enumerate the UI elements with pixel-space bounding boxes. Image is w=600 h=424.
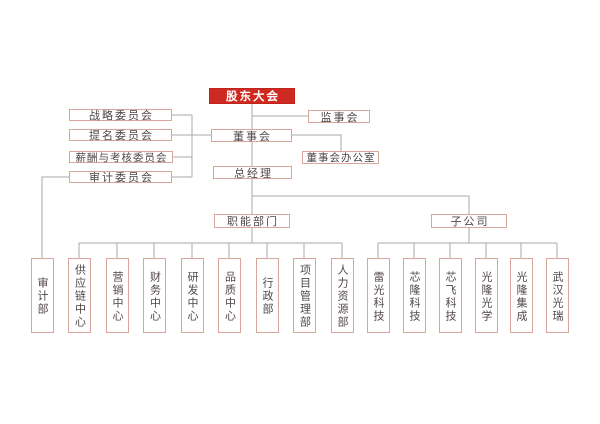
node-subsidiaries-header: 子公司 (431, 214, 507, 228)
node-subsidiary-leiguang-tech: 雷光科技 (366, 258, 390, 333)
node-strategy-committee: 战略委员会 (69, 109, 172, 122)
node-supervisory-board: 监事会 (308, 110, 370, 124)
node-subsidiary-guanglong-optics: 光隆光学 (474, 258, 498, 333)
node-general-manager: 总经理 (213, 166, 292, 180)
node-dept-project-management: 项目管理部 (293, 258, 316, 333)
connector-audit-department (41, 176, 69, 258)
node-shareholders-meeting: 股东大会 (209, 88, 295, 104)
node-dept-finance: 财务中心 (143, 258, 166, 333)
node-subsidiary-wuhan-guangrui: 武汉光瑞 (545, 258, 569, 333)
node-nomination-committee: 提名委员会 (69, 129, 172, 142)
node-dept-rnd: 研发中心 (180, 258, 204, 333)
node-dept-audit: 审计部 (30, 258, 54, 333)
node-board-office: 董事会办公室 (302, 151, 379, 164)
connector-board-office (292, 134, 342, 151)
node-audit-committee: 审计委员会 (69, 171, 172, 184)
node-subsidiary-xinfei-tech: 芯飞科技 (438, 258, 462, 333)
node-dept-human-resources: 人力资源部 (330, 258, 354, 333)
node-dept-administration: 行政部 (255, 258, 279, 333)
node-dept-marketing: 营销中心 (105, 258, 129, 333)
node-subsidiary-xinlong-tech: 芯隆科技 (402, 258, 426, 333)
node-dept-supply-chain: 供应链中心 (68, 258, 91, 333)
node-subsidiary-guanglong-integration: 光隆集成 (509, 258, 533, 333)
connector-split (252, 195, 470, 214)
node-dept-quality: 品质中心 (218, 258, 241, 333)
node-board-of-directors: 董事会 (211, 129, 292, 143)
node-remuneration-assessment-committee: 薪酬与考核委员会 (69, 151, 173, 164)
node-functional-departments-header: 职能部门 (214, 214, 290, 228)
